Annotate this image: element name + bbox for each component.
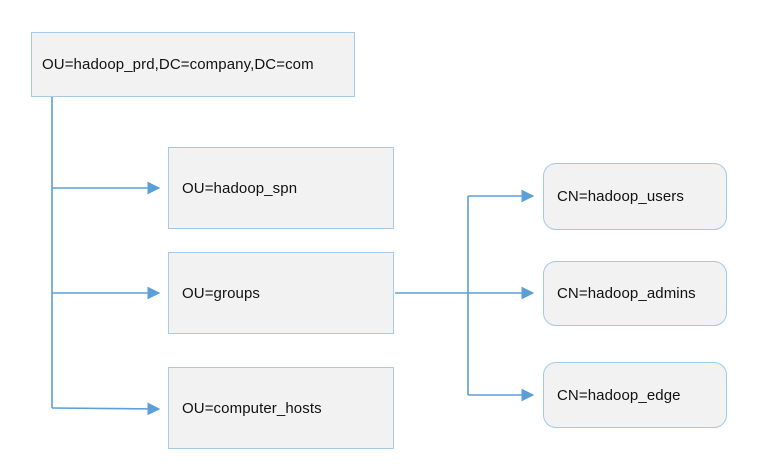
connector-root-to-computer-hosts bbox=[51, 402, 161, 416]
node-cn-hadoop-admins-label: CN=hadoop_admins bbox=[557, 285, 696, 302]
node-cn-hadoop-admins: CN=hadoop_admins bbox=[543, 261, 727, 326]
node-ou-hadoop-spn: OU=hadoop_spn bbox=[168, 147, 394, 229]
node-ou-groups-label: OU=groups bbox=[182, 284, 261, 302]
node-ou-hadoop-spn-label: OU=hadoop_spn bbox=[182, 179, 298, 197]
node-ou-computer-hosts: OU=computer_hosts bbox=[168, 367, 394, 449]
node-ou-groups: OU=groups bbox=[168, 252, 394, 334]
node-cn-hadoop-edge: CN=hadoop_edge bbox=[543, 362, 727, 428]
node-cn-hadoop-users-label: CN=hadoop_users bbox=[557, 188, 685, 205]
node-ou-computer-hosts-label: OU=computer_hosts bbox=[182, 399, 322, 417]
node-ou-hadoop-prd: OU=hadoop_prd,DC=company,DC=com bbox=[31, 32, 355, 97]
node-ou-hadoop-prd-label: OU=hadoop_prd,DC=company,DC=com bbox=[42, 56, 314, 73]
node-cn-hadoop-edge-label: CN=hadoop_edge bbox=[557, 386, 681, 404]
node-cn-hadoop-users: CN=hadoop_users bbox=[543, 163, 727, 230]
